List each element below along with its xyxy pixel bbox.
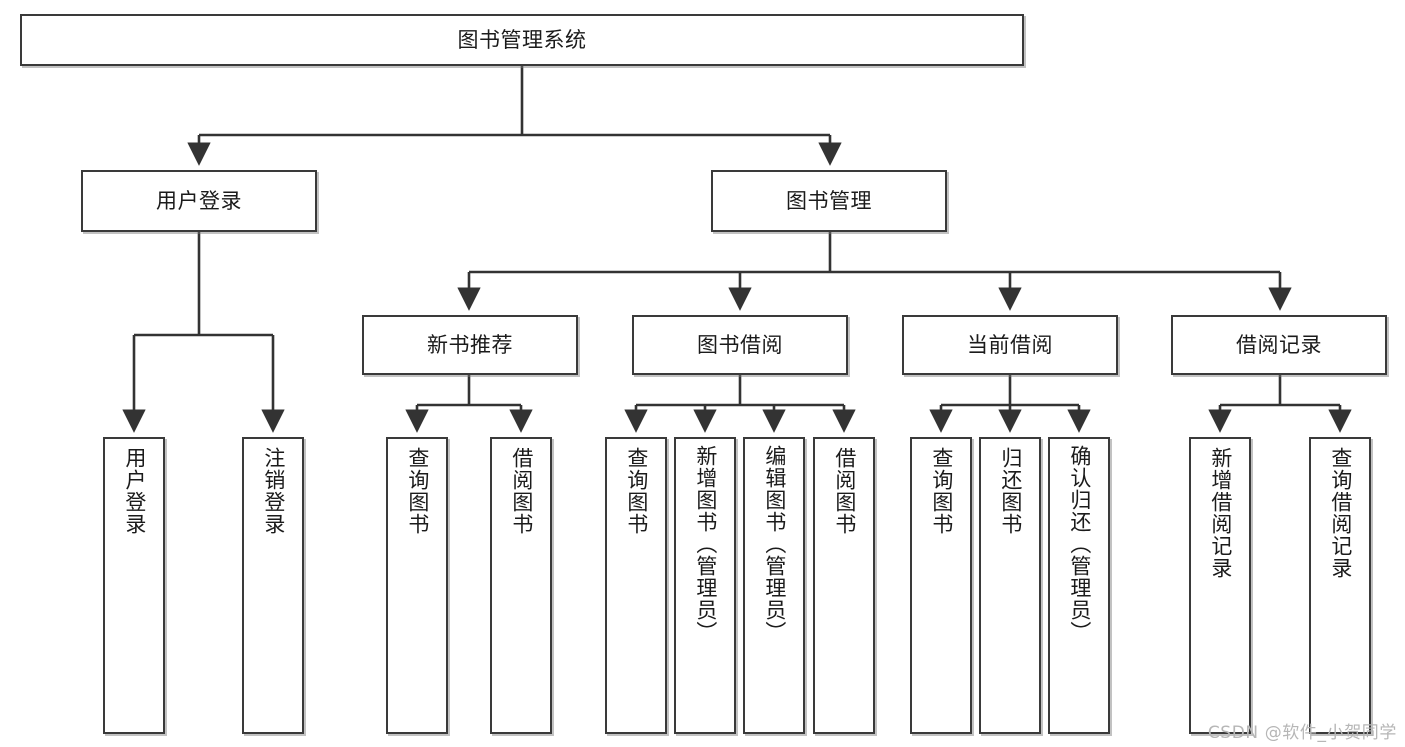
- node-user-login-label: 用户登录: [156, 188, 242, 213]
- node-borrow-record-label: 借阅记录: [1236, 332, 1322, 357]
- leaf-label: 确认归还（管理员）: [1067, 445, 1092, 643]
- node-book-manage[interactable]: 图书管理: [711, 170, 947, 232]
- node-user-login[interactable]: 用户登录: [81, 170, 317, 232]
- leaf-borrow-record-add[interactable]: 新增借阅记录: [1189, 437, 1251, 734]
- leaf-label: 新增图书（管理员）: [693, 445, 718, 643]
- leaf-borrow-record-query[interactable]: 查询借阅记录: [1309, 437, 1371, 734]
- node-borrow-record[interactable]: 借阅记录: [1171, 315, 1387, 375]
- leaf-current-borrow-return[interactable]: 归还图书: [979, 437, 1041, 734]
- node-new-book-recommend[interactable]: 新书推荐: [362, 315, 578, 375]
- node-new-book-recommend-label: 新书推荐: [427, 332, 513, 357]
- leaf-current-borrow-confirm[interactable]: 确认归还（管理员）: [1048, 437, 1110, 734]
- leaf-book-borrow-add[interactable]: 新增图书（管理员）: [674, 437, 736, 734]
- node-book-manage-label: 图书管理: [786, 188, 872, 213]
- leaf-label: 查询借阅记录: [1328, 447, 1353, 579]
- leaf-label: 查询图书: [405, 447, 430, 535]
- leaf-current-borrow-query[interactable]: 查询图书: [910, 437, 972, 734]
- leaf-label: 借阅图书: [832, 447, 857, 535]
- leaf-new-book-borrow[interactable]: 借阅图书: [490, 437, 552, 734]
- leaf-book-borrow-query[interactable]: 查询图书: [605, 437, 667, 734]
- leaf-label: 用户登录: [122, 447, 147, 535]
- leaf-label: 新增借阅记录: [1208, 447, 1233, 579]
- node-current-borrow-label: 当前借阅: [967, 332, 1053, 357]
- node-root[interactable]: 图书管理系统: [20, 14, 1024, 66]
- leaf-book-borrow-edit[interactable]: 编辑图书（管理员）: [743, 437, 805, 734]
- leaf-label: 归还图书: [998, 447, 1023, 535]
- node-book-borrow-label: 图书借阅: [697, 332, 783, 357]
- node-book-borrow[interactable]: 图书借阅: [632, 315, 848, 375]
- leaf-book-borrow-borrow[interactable]: 借阅图书: [813, 437, 875, 734]
- leaf-label: 查询图书: [929, 447, 954, 535]
- leaf-label: 编辑图书（管理员）: [762, 445, 787, 643]
- leaf-label: 查询图书: [624, 447, 649, 535]
- node-root-label: 图书管理系统: [457, 27, 587, 52]
- leaf-label: 注销登录: [261, 447, 286, 535]
- leaf-label: 借阅图书: [509, 447, 534, 535]
- leaf-user-login-login[interactable]: 用户登录: [103, 437, 165, 734]
- node-current-borrow[interactable]: 当前借阅: [902, 315, 1118, 375]
- leaf-new-book-query[interactable]: 查询图书: [386, 437, 448, 734]
- leaf-user-login-logout[interactable]: 注销登录: [242, 437, 304, 734]
